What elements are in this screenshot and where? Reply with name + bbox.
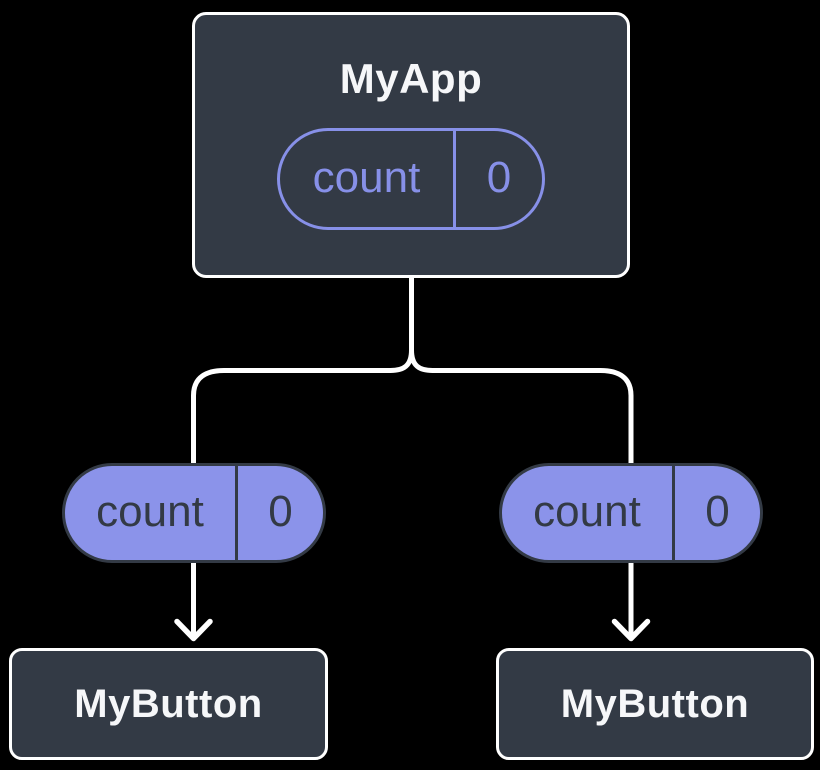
- pill-divider: [235, 466, 238, 560]
- left-branch-line: [191, 347, 414, 639]
- state-pill: count 0: [277, 128, 545, 230]
- node-mybutton-left: MyButton: [9, 648, 328, 760]
- node-mybutton-left-title: MyButton: [74, 681, 263, 726]
- pill-divider: [672, 466, 675, 560]
- node-myapp: MyApp count 0: [192, 12, 630, 278]
- node-mybutton-right-title: MyButton: [560, 681, 750, 726]
- prop-pill-right-value: 0: [705, 487, 730, 536]
- left-arrow-head: [174, 618, 213, 642]
- pill-divider: [453, 131, 456, 227]
- node-mybutton-right: MyButton: [496, 648, 814, 760]
- node-myapp-title: MyApp: [339, 55, 483, 102]
- state-pill-value: 0: [486, 153, 512, 202]
- state-pill-name: count: [312, 153, 421, 202]
- prop-pill-right: count 0: [499, 463, 763, 563]
- prop-pill-left: count 0: [62, 463, 326, 563]
- prop-pill-right-name: count: [533, 487, 641, 536]
- prop-pill-left-name: count: [96, 487, 204, 536]
- right-arrow-head: [611, 618, 651, 642]
- prop-pill-left-value: 0: [268, 487, 293, 536]
- right-branch-line: [409, 347, 634, 639]
